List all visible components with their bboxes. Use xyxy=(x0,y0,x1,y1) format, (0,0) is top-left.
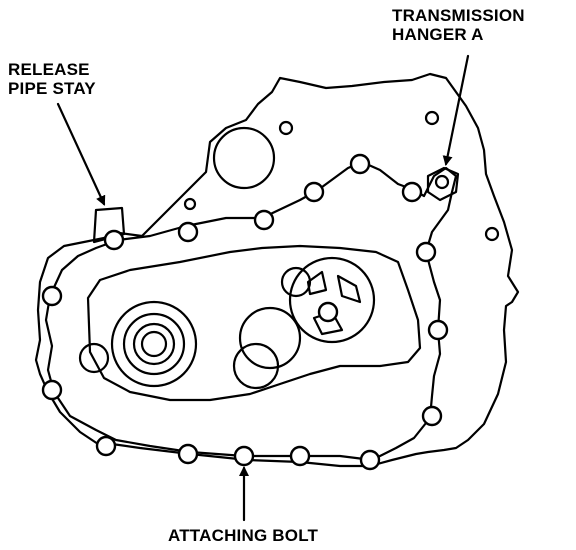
bolt xyxy=(233,445,255,467)
transmission-hanger-ear xyxy=(426,166,460,202)
bolt xyxy=(289,445,311,467)
transmission-hanger-label: TRANSMISSION HANGER A xyxy=(392,6,525,44)
bolt xyxy=(421,405,443,427)
gear-cavity xyxy=(86,244,422,402)
bolt xyxy=(177,443,199,465)
bolt xyxy=(349,153,371,175)
bolt xyxy=(303,181,325,203)
upper-bore xyxy=(212,126,276,190)
boss xyxy=(78,342,110,374)
bolt xyxy=(41,379,63,401)
boss xyxy=(232,342,280,390)
bolt xyxy=(253,209,275,231)
attaching-bolt-label: ATTACHING BOLT xyxy=(168,526,319,545)
bolt xyxy=(427,319,449,341)
bolt xyxy=(401,181,423,203)
small-hole xyxy=(484,226,500,242)
bearing-inner xyxy=(132,322,176,366)
bearing-race xyxy=(140,330,168,358)
small-hole xyxy=(278,120,294,136)
release-pipe-stay-label: RELEASE PIPE STAY xyxy=(8,60,96,98)
bearing-outer xyxy=(110,300,198,388)
bearing-mid xyxy=(122,312,186,376)
spoke-wheel-window xyxy=(336,274,362,304)
bolt xyxy=(359,449,381,471)
bolts xyxy=(41,153,449,471)
small-hole xyxy=(424,110,440,126)
transmission-hanger-leader xyxy=(442,54,470,166)
bolt xyxy=(41,285,63,307)
bolt xyxy=(177,221,199,243)
gasket-outline xyxy=(44,160,458,462)
transmission-hanger-label-line1: TRANSMISSION xyxy=(392,6,525,25)
hanger-hole xyxy=(434,174,450,190)
spoke-wheel-outer xyxy=(288,256,376,344)
bolt xyxy=(317,301,339,323)
release-pipe-stay-label-line2: PIPE STAY xyxy=(8,79,96,98)
bolt xyxy=(103,229,125,251)
release-pipe-stay-label-line1: RELEASE xyxy=(8,60,90,79)
transmission-hanger-label-line2: HANGER A xyxy=(392,25,484,44)
release-pipe-stay-leader xyxy=(56,102,106,206)
boss xyxy=(238,306,302,370)
bolt xyxy=(95,435,117,457)
bolt xyxy=(415,241,437,263)
small-hole xyxy=(183,197,197,211)
hub-boss xyxy=(280,266,312,298)
housing-outline xyxy=(34,72,520,468)
